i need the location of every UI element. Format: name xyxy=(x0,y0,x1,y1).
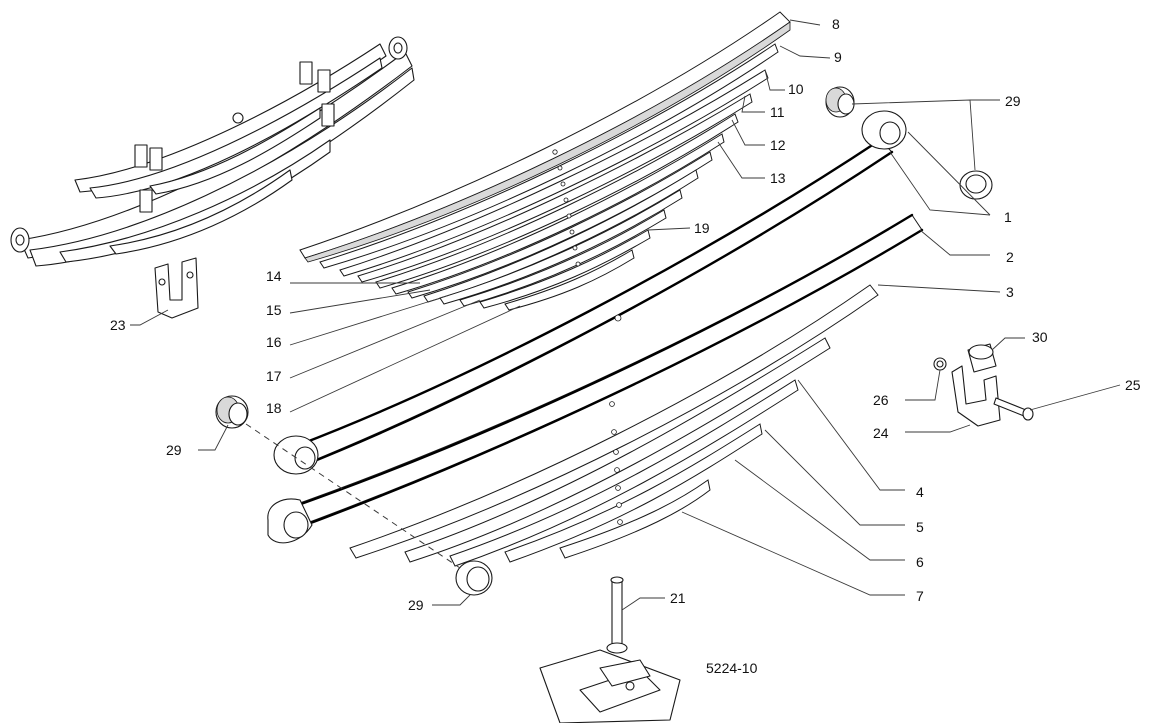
bushing-part-29-left xyxy=(215,395,249,429)
callout-2: 2 xyxy=(1006,249,1014,265)
callout-12: 12 xyxy=(770,137,786,153)
axle-mount-bracket xyxy=(539,649,681,723)
callout-16: 16 xyxy=(266,334,282,350)
callout-19: 19 xyxy=(694,220,710,236)
callout-1: 1 xyxy=(1004,209,1012,225)
bushing-part-29-bottom xyxy=(455,560,493,596)
bushing-part-29-top-right xyxy=(959,170,993,200)
u-bolt-part-21 xyxy=(606,576,628,654)
center-bolt-holes-lower xyxy=(609,401,623,525)
callout-15: 15 xyxy=(266,302,282,318)
callout-8: 8 xyxy=(832,16,840,32)
main-leaf-part-2 xyxy=(267,213,924,544)
callout-11: 11 xyxy=(770,104,785,120)
callout-17: 17 xyxy=(266,368,282,384)
callout-24: 24 xyxy=(873,425,889,441)
callout-10: 10 xyxy=(788,81,804,97)
callout-13: 13 xyxy=(770,170,786,186)
callout-4: 4 xyxy=(916,484,924,500)
callout-25: 25 xyxy=(1125,377,1141,393)
center-bolt-holes-upper xyxy=(552,149,581,267)
callout-7: 7 xyxy=(916,588,924,604)
callout-18: 18 xyxy=(266,400,282,416)
callout-29-bottom: 29 xyxy=(408,597,424,613)
callout-labels: 1 2 3 4 5 6 7 8 9 10 11 12 13 14 15 16 1… xyxy=(110,16,1141,676)
callout-29-left: 29 xyxy=(166,442,182,458)
callout-30: 30 xyxy=(1032,329,1048,345)
bushing-part-29-top-left xyxy=(825,86,855,118)
clamp-part-23 xyxy=(154,257,199,319)
shackle-assembly xyxy=(933,343,1034,427)
leader-lines xyxy=(130,19,1121,611)
callout-21: 21 xyxy=(670,590,686,606)
assembled-spring-pack xyxy=(10,36,415,267)
callout-3: 3 xyxy=(1006,284,1014,300)
drawing-code: 5224-10 xyxy=(706,660,758,676)
callout-23: 23 xyxy=(110,317,126,333)
callout-29-top: 29 xyxy=(1005,93,1021,109)
main-leaf-part-1 xyxy=(273,110,907,475)
upper-leaf-set xyxy=(299,11,791,311)
callout-9: 9 xyxy=(834,49,842,65)
callout-26: 26 xyxy=(873,392,889,408)
callout-6: 6 xyxy=(916,554,924,570)
callout-14: 14 xyxy=(266,268,282,284)
callout-5: 5 xyxy=(916,519,924,535)
lower-leaf-set xyxy=(349,284,879,567)
